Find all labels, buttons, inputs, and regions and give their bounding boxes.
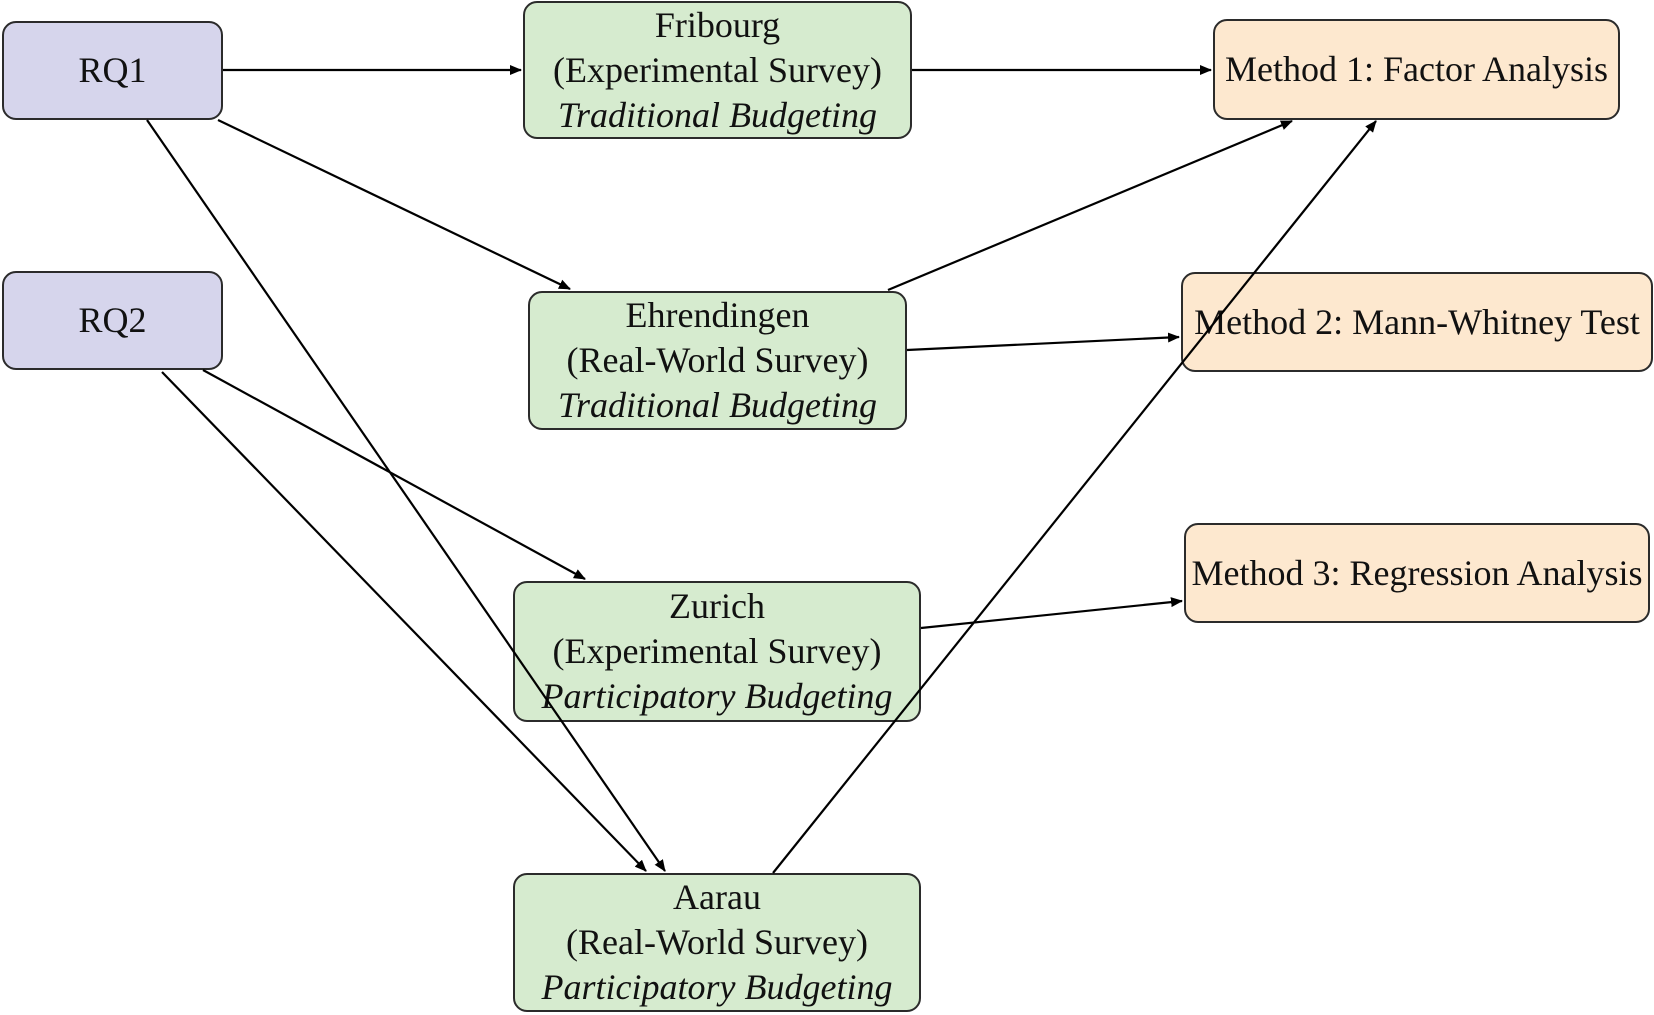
fribourg-name: Fribourg [654, 4, 781, 45]
edge-ehrendingen-to-method1 [887, 119, 1293, 292]
rq1-node: RQ1 [2, 21, 223, 120]
ehrendingen-node: Ehrendingen (Real-World Survey) Traditio… [528, 291, 907, 430]
aarau-name: Aarau [673, 877, 761, 917]
aarau-budgeting: Participatory Budgeting [541, 967, 893, 1007]
method2-node: Method 2: Mann-Whitney Test [1181, 272, 1653, 372]
ehrendingen-name: Ehrendingen [625, 295, 810, 335]
edge-rq1-to-ehrendingen [217, 119, 571, 290]
aarau-survey: (Real-World Survey) [565, 922, 868, 962]
rq2-label: RQ2 [78, 300, 147, 340]
method1-node: Method 1: Factor Analysis [1213, 19, 1620, 120]
fribourg-node: Fribourg (Experimental Survey) Tradition… [523, 1, 912, 139]
edge-rq1-to-aarau [146, 119, 666, 872]
fribourg-budgeting: Traditional Budgeting [557, 94, 878, 135]
rq2-node: RQ2 [2, 271, 223, 370]
zurich-budgeting: Participatory Budgeting [541, 676, 893, 716]
edge-zurich-to-method3 [920, 597, 1183, 630]
method1-label: Method 1: Factor Analysis [1225, 49, 1608, 89]
zurich-node: Zurich (Experimental Survey) Participato… [513, 581, 921, 722]
ehrendingen-budgeting: Traditional Budgeting [557, 385, 878, 425]
method2-label: Method 2: Mann-Whitney Test [1194, 301, 1640, 342]
fribourg-survey: (Experimental Survey) [553, 49, 882, 90]
edge-aarau-to-method1 [772, 120, 1377, 874]
zurich-name: Zurich [669, 586, 765, 626]
aarau-node: Aarau (Real-World Survey) Participatory … [513, 873, 921, 1012]
zurich-survey: (Experimental Survey) [552, 631, 882, 671]
method3-label: Method 3: Regression Analysis [1191, 552, 1643, 593]
rq1-label: RQ1 [78, 50, 147, 90]
edge-ehrendingen-to-method2 [906, 332, 1180, 352]
method3-node: Method 3: Regression Analysis [1184, 523, 1650, 623]
ehrendingen-survey: (Real-World Survey) [566, 340, 869, 380]
